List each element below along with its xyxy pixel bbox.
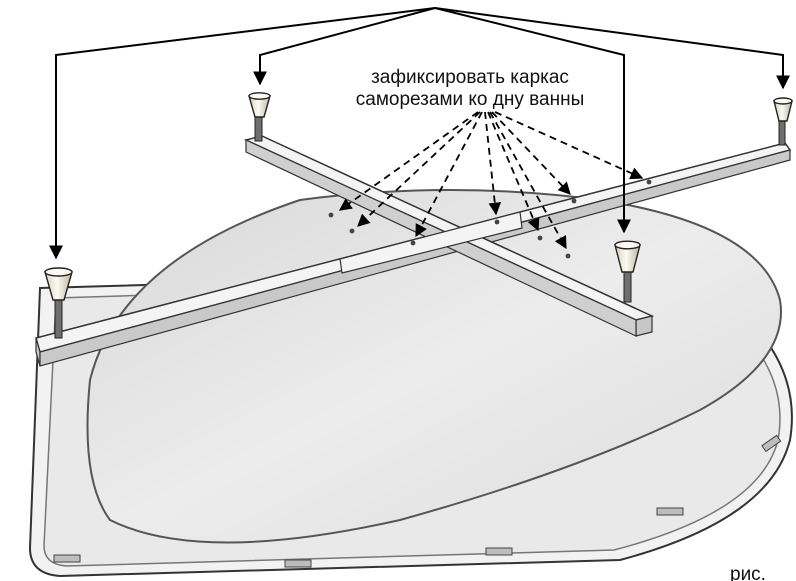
adjustable-legs: [44, 92, 793, 339]
adjustable-leg-icon: [44, 267, 73, 339]
screw-hole-icon: [537, 235, 543, 241]
screw-hole-icon: [410, 240, 416, 246]
arrow-icon: [357, 111, 481, 227]
figure-caption: рис.: [730, 564, 766, 581]
annotation-line-1: зафиксировать каркас: [371, 67, 569, 88]
arrow-icon: [338, 111, 479, 211]
arrow-icon: [494, 111, 644, 180]
arrow-icon: [49, 7, 436, 260]
arrow-icon: [253, 7, 436, 86]
bathtub-basin: [86, 189, 782, 544]
rim-tabs: [53, 434, 782, 568]
annotation-line-2: саморезами ко дну ванны: [356, 89, 584, 110]
adjustable-leg-icon: [614, 240, 641, 303]
arrow-icon: [484, 111, 502, 216]
screw-hole-icon: [571, 198, 577, 204]
screw-hole-icon: [494, 219, 500, 225]
adjustable-leg-icon: [248, 92, 271, 142]
screw-hole-icon: [646, 179, 652, 185]
leg-leader-arrows: [49, 7, 790, 260]
screw-hole-icon: [328, 212, 334, 218]
arrow-icon: [491, 111, 571, 195]
adjustable-leg-icon: [773, 97, 793, 146]
screw-hole-icon: [349, 228, 355, 234]
arrow-icon: [434, 7, 631, 234]
screw-hole-icon: [565, 253, 571, 259]
screw-leader-arrows: [338, 111, 644, 250]
arrow-icon: [434, 7, 790, 90]
arrow-icon: [489, 111, 567, 250]
arrow-icon: [487, 111, 540, 232]
screw-holes: [328, 179, 652, 259]
frame-cross-beam: [243, 135, 655, 337]
